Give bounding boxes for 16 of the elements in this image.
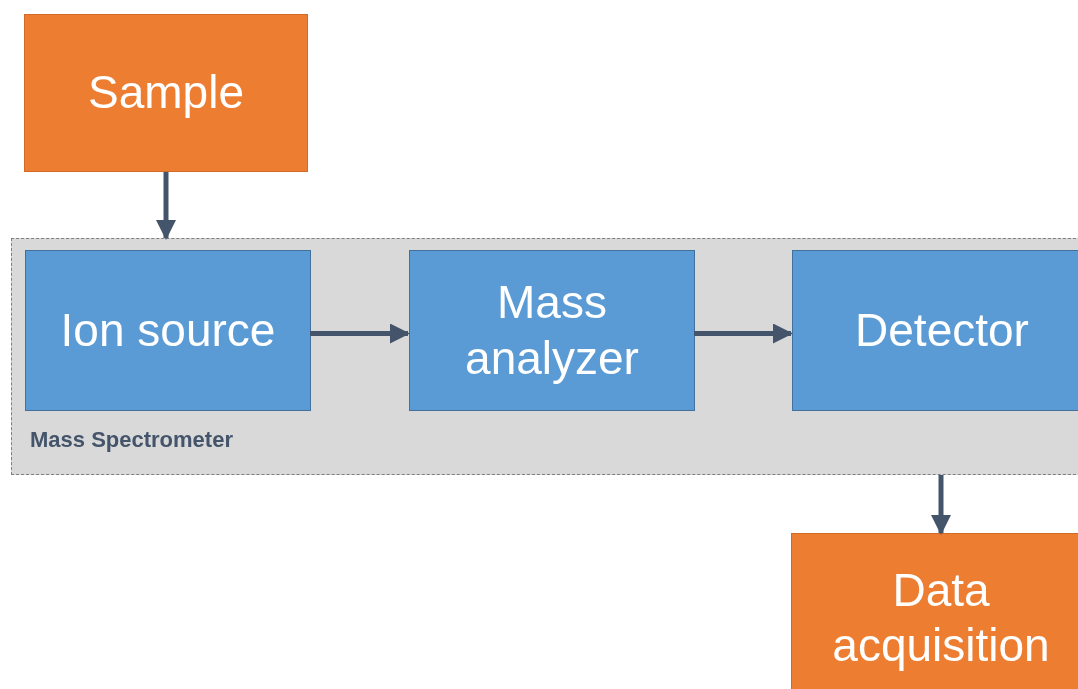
- node-label: Ion source: [59, 302, 277, 358]
- node-label: Data acquisition: [831, 562, 1051, 673]
- process-box: [24, 14, 308, 172]
- arrow: [156, 172, 176, 240]
- group-band: [11, 238, 1078, 475]
- arrow: [310, 323, 410, 344]
- process-box: [409, 250, 695, 411]
- process-box: [792, 250, 1078, 411]
- node-label: Mass analyzer: [464, 275, 640, 386]
- process-box: [791, 533, 1078, 689]
- node-label: Sample: [87, 65, 245, 121]
- arrow: [694, 323, 793, 344]
- node-label: Detector: [854, 302, 1030, 358]
- arrow: [931, 475, 951, 535]
- group-label: Mass Spectrometer: [30, 426, 233, 454]
- process-box: [25, 250, 311, 411]
